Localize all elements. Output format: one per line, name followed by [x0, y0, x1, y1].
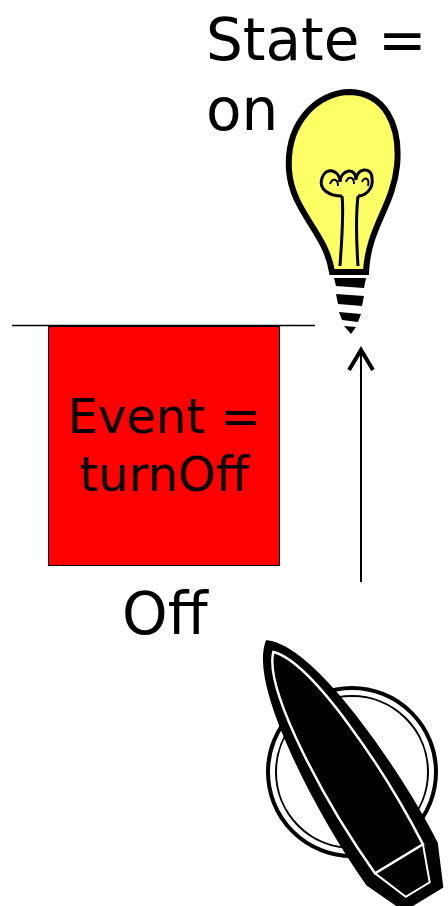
- switch: [231, 620, 448, 906]
- event-box: Event = turnOff: [48, 326, 280, 566]
- arrow-head: [349, 350, 373, 370]
- light-bulb: [289, 92, 398, 334]
- switch-position-label: Off: [122, 580, 252, 650]
- arrow-line: [360, 352, 362, 582]
- event-label: Event = turnOff: [58, 388, 270, 503]
- state-label: State = on: [206, 6, 442, 145]
- node-text-group: Event = turnOff: [58, 388, 270, 503]
